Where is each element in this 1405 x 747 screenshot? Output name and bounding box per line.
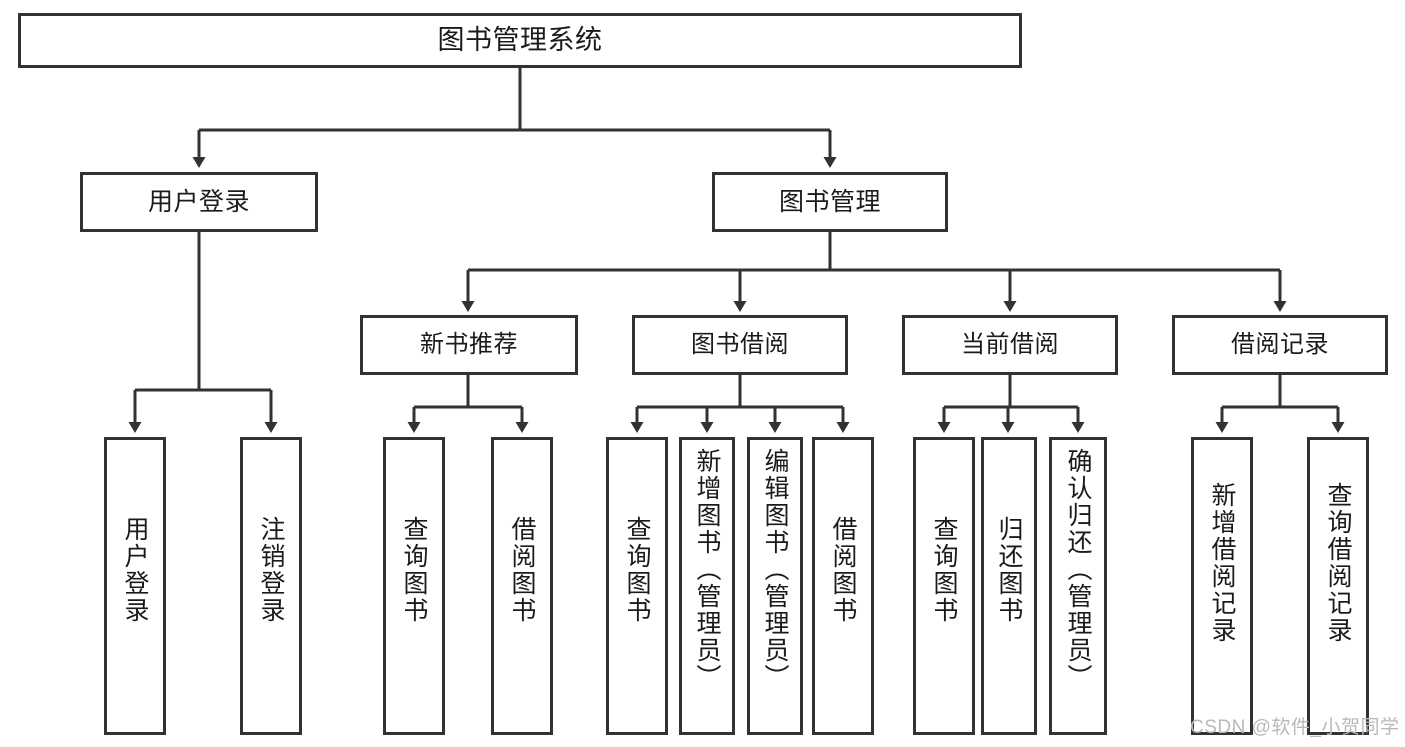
node-user-login[interactable]: 用户登录 <box>80 172 318 232</box>
node-label: 查询图书 <box>930 516 958 624</box>
node-label: 归还图书 <box>995 516 1023 624</box>
leaf-book-borrow-query-books[interactable]: 查询图书 <box>606 437 668 735</box>
leaf-current-borrow-return-books[interactable]: 归还图书 <box>981 437 1037 735</box>
node-label: 用户登录 <box>121 516 149 624</box>
node-label: 查询图书 <box>623 516 651 624</box>
leaf-book-borrow-edit-book-admin[interactable]: 编辑图书（管理员） <box>747 437 803 735</box>
node-label: 图书借阅 <box>691 331 789 359</box>
leaf-new-book-query-books[interactable]: 查询图书 <box>383 437 445 735</box>
node-root-system[interactable]: 图书管理系统 <box>18 13 1022 68</box>
node-label: 图书管理 <box>778 187 881 216</box>
node-label: 用户登录 <box>147 187 250 216</box>
node-label: 新书推荐 <box>420 331 518 359</box>
node-borrow-record[interactable]: 借阅记录 <box>1172 315 1388 375</box>
node-label: 编辑图书（管理员） <box>761 448 789 691</box>
leaf-user-login-logout[interactable]: 注销登录 <box>240 437 302 735</box>
leaf-borrow-record-add-record[interactable]: 新增借阅记录 <box>1191 437 1253 735</box>
node-label: 查询借阅记录 <box>1324 482 1352 644</box>
node-label: 当前借阅 <box>961 331 1059 359</box>
node-label: 新增图书（管理员） <box>693 448 721 691</box>
csdn-watermark: CSDN @软件_小贺同学 <box>1190 717 1400 738</box>
leaf-borrow-record-query-record[interactable]: 查询借阅记录 <box>1307 437 1369 735</box>
node-new-book-recommend[interactable]: 新书推荐 <box>360 315 578 375</box>
leaf-book-borrow-borrow-books[interactable]: 借阅图书 <box>812 437 874 735</box>
leaf-book-borrow-add-book-admin[interactable]: 新增图书（管理员） <box>679 437 735 735</box>
node-label: 图书管理系统 <box>437 25 603 56</box>
leaf-new-book-borrow-books[interactable]: 借阅图书 <box>491 437 553 735</box>
node-label: 借阅图书 <box>829 516 857 624</box>
node-label: 确认归还（管理员） <box>1064 448 1092 691</box>
leaf-current-borrow-confirm-return-admin[interactable]: 确认归还（管理员） <box>1049 437 1107 735</box>
node-label: 借阅记录 <box>1231 331 1329 359</box>
node-book-management[interactable]: 图书管理 <box>712 172 948 232</box>
leaf-user-login-login[interactable]: 用户登录 <box>104 437 166 735</box>
node-current-borrow[interactable]: 当前借阅 <box>902 315 1118 375</box>
node-label: 借阅图书 <box>508 516 536 624</box>
node-book-borrow[interactable]: 图书借阅 <box>632 315 848 375</box>
node-label: 查询图书 <box>400 516 428 624</box>
node-label: 新增借阅记录 <box>1208 482 1236 644</box>
leaf-current-borrow-query-books[interactable]: 查询图书 <box>913 437 975 735</box>
node-label: 注销登录 <box>257 516 285 624</box>
